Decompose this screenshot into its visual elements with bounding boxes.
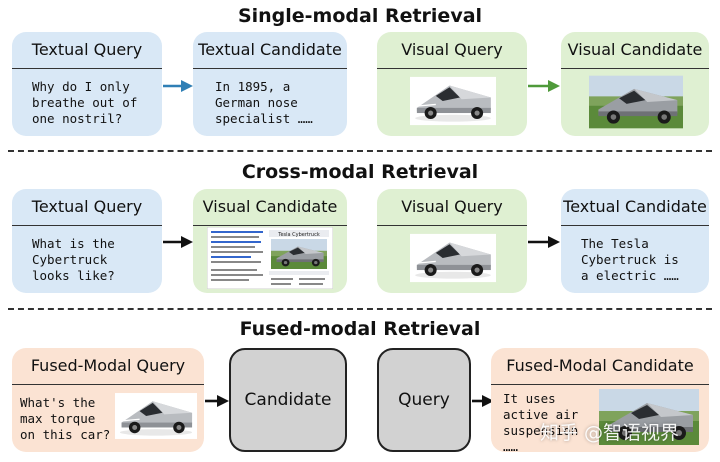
- card-fused-query: Fused-Modal Query What's the max torque …: [12, 348, 204, 452]
- arrow-green: [528, 80, 560, 92]
- cybertruck-image: [410, 74, 496, 128]
- card-text: What is the Cybertruck looks like?: [32, 236, 115, 283]
- card-title: Visual Candidate: [561, 32, 709, 69]
- card-textual-query-2: Textual Query What is the Cybertruck loo…: [12, 189, 162, 293]
- card-title: Fused-Modal Candidate: [491, 348, 709, 385]
- card-visual-candidate-1: Visual Candidate: [561, 32, 709, 136]
- candidate-box: Candidate: [229, 348, 347, 452]
- card-title: Textual Candidate: [193, 32, 347, 69]
- card-title: Visual Query: [377, 32, 527, 69]
- card-textual-candidate-1: Textual Candidate In 1895, a German nose…: [193, 32, 347, 136]
- arrow-black: [163, 236, 193, 248]
- card-text: The Tesla Cybertruck is a electric ……: [581, 236, 679, 283]
- wikipedia-screenshot-image: Tesla Cybertruck: [207, 227, 333, 289]
- section-title-fused: Fused-modal Retrieval: [239, 318, 481, 340]
- divider-2: [8, 308, 712, 310]
- section-title-cross: Cross-modal Retrieval: [241, 161, 479, 183]
- cybertruck-outdoor-image: [589, 74, 683, 130]
- query-box: Query: [377, 348, 471, 452]
- card-visual-query-1: Visual Query: [377, 32, 527, 136]
- card-text: Why do I only breathe out of one nostril…: [32, 79, 138, 126]
- arrow-black: [472, 395, 494, 407]
- card-text: In 1895, a German nose specialist ……: [215, 79, 313, 126]
- arrow-blue: [163, 80, 193, 92]
- card-title: Fused-Modal Query: [12, 348, 204, 385]
- card-fused-candidate: Fused-Modal Candidate It uses active air…: [491, 348, 709, 452]
- card-title: Visual Query: [377, 189, 527, 226]
- watermark: 知乎 @智语视界: [540, 422, 680, 444]
- card-title: Visual Candidate: [193, 189, 347, 226]
- card-title: Textual Query: [12, 189, 162, 226]
- cybertruck-image: [115, 389, 197, 443]
- card-visual-candidate-2: Visual Candidate Tesla Cybertruck: [193, 189, 347, 293]
- divider-1: [8, 150, 712, 152]
- arrow-black: [528, 236, 560, 248]
- card-visual-query-2: Visual Query: [377, 189, 527, 293]
- card-textual-query-1: Textual Query Why do I only breathe out …: [12, 32, 162, 136]
- arrow-black: [205, 395, 229, 407]
- card-title: Textual Candidate: [561, 189, 709, 226]
- card-text: It uses active air suspension ……: [503, 391, 579, 452]
- card-title: Textual Query: [12, 32, 162, 69]
- doc-heading: Tesla Cybertruck: [277, 232, 320, 238]
- section-title-single: Single-modal Retrieval: [237, 5, 483, 27]
- card-textual-candidate-2: Textual Candidate The Tesla Cybertruck i…: [561, 189, 709, 293]
- card-text: What's the max torque on this car?: [20, 395, 111, 442]
- cybertruck-image: [410, 231, 496, 285]
